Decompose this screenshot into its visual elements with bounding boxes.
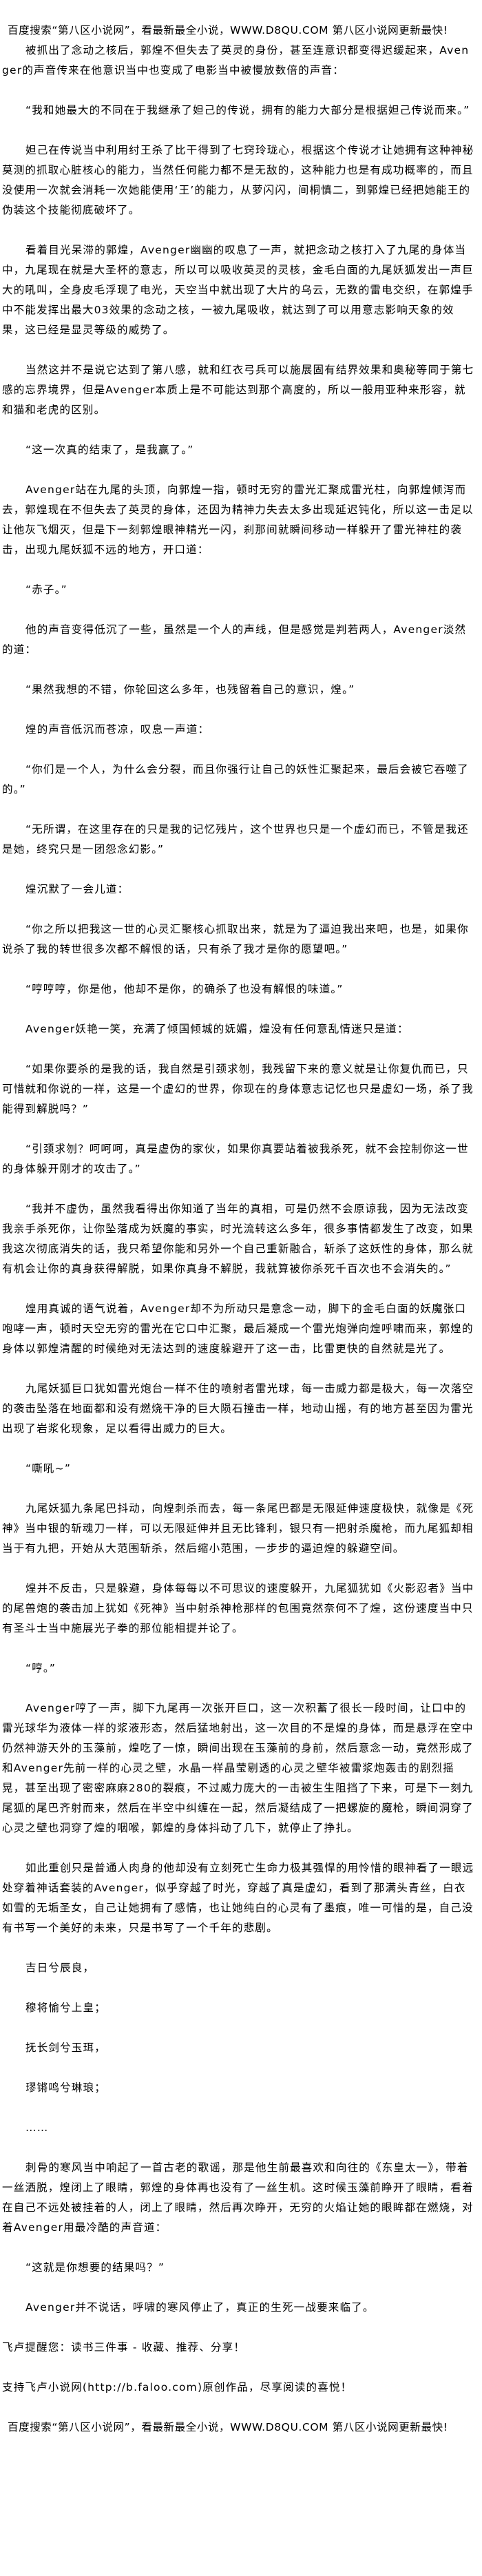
paragraph: Avenger妖艳一笑，充满了倾国倾城的妩媚，煌没有任何意乱情迷只是道： [25, 1023, 409, 1035]
paragraph: 九尾妖狐九条尾巴抖动，向煌刺杀而去，每一条尾巴都是无限延伸速度极快，就像是《死神… [2, 1502, 474, 1555]
paragraph: 煌并不反击，只是躲避，身体每每以不可思议的速度躲开，九尾狐犹如《火影忍者》当中的… [2, 1582, 474, 1634]
paragraph: “果然我想的不错，你轮回这么多年，也残留着自己的意识，煌。” [25, 683, 355, 696]
paragraph: “无所谓，在这里存在的只是我的记忆残片，这个世界也只是一个虚幻而已，不管是我还是… [2, 823, 469, 855]
paragraph: Avenger站在九尾的头顶，向郭煌一指，顿时无穷的雷光汇聚成雷光柱，向郭煌倾泻… [2, 484, 474, 556]
paragraph: “我并不虚伪，虽然我看得出你知道了当年的真相，可是仍然不会原谅我，因为无法改变我… [2, 1203, 474, 1275]
paragraph: 妲己在传说当中利用纣王杀了比干得到了七窍玲珑心，根据这个传说才让她拥有这种神秘莫… [2, 144, 474, 216]
paragraph: “引颈求刎？呵呵呵，真是虚伪的家伙，如果你真要站着被我杀死，就不会控制你这一世的… [2, 1143, 469, 1175]
paragraph: “你之所以把我这一世的心灵汇聚核心抓取出来，就是为了逼迫我出来吧，也是，如果你说… [2, 923, 469, 955]
paragraph: “赤子。” [25, 583, 67, 596]
paragraph: 璆锵鸣兮琳琅； [25, 2081, 106, 2094]
paragraph: 吉日兮辰良， [25, 1962, 95, 1974]
paragraph: 他的声音变得低沉了一些，虽然是一个人的声线，但是感觉是判若两人，Avenger淡… [2, 623, 467, 656]
reminder-text: 飞卢提醒您：读书三件事 - 收藏、推荐、分享！ [2, 2341, 246, 2354]
paragraph: Avenger哼了一声，脚下九尾再一次张开巨口，这一次积蓄了很长一段时间，让口中… [2, 1702, 474, 1834]
paragraph: 煌沉默了一会儿道： [25, 883, 129, 895]
support-text: 支持飞卢小说网(http://b.faloo.com)原创作品，尽享阅读的喜悦！ [2, 2381, 353, 2393]
paragraph: “这就是你想要的结果吗？” [25, 2261, 165, 2274]
paragraph: Avenger并不说话，呼啸的寒风停止了，真正的生死一战要来临了。 [25, 2301, 375, 2314]
paragraph: 看着目光呆滞的郭煌，Avenger幽幽的叹息了一声，就把念动之核打入了九尾的身体… [2, 244, 474, 336]
paragraph: 穆将愉兮上皇； [25, 2002, 106, 2014]
chapter-body: 被抓出了念动之核后，郭煌不但失去了英灵的身份，甚至连意识都变得迟缓起来，Aven… [2, 41, 476, 2318]
paragraph: 煌的声音低沉而苍凉，叹息一声道： [25, 723, 210, 736]
paragraph: 如此重创只是普通人肉身的他却没有立刻死亡生命力极其强悍的用怜惜的眼神看了一眼远处… [2, 1862, 474, 1934]
paragraph: “我和她最大的不同在于我继承了妲己的传说，拥有的能力大部分是根据妲己传说而来。” [25, 104, 470, 116]
paragraph: 九尾妖狐巨口犹如雷光炮台一样不住的喷射者雷光球，每一击威力都是极大，每一次落空的… [2, 1382, 474, 1435]
paragraph: 当然这并不是说它达到了第八感，就和红衣弓兵可以施展固有结界效果和奥秘等同于第七感… [2, 364, 474, 416]
site-notice-top: 百度搜索“第八区小说网”，看最新最全小说，WWW.D8QU.COM 第八区小说网… [8, 24, 448, 37]
paragraph: 被抓出了念动之核后，郭煌不但失去了英灵的身份，甚至连意识都变得迟缓起来，Aven… [2, 44, 470, 76]
paragraph: 抚长剑兮玉珥， [25, 2042, 106, 2054]
paragraph: “哼哼哼，你是他，他却不是你，的确杀了也没有解恨的味道。” [25, 983, 344, 995]
novel-page: 百度搜索“第八区小说网”，看最新最全小说，WWW.D8QU.COM 第八区小说网… [2, 24, 476, 2438]
paragraph: …… [25, 2121, 49, 2134]
paragraph: “哼。” [25, 1662, 56, 1674]
paragraph: 刺骨的寒风当中响起了一首古老的歌谣，那是他生前最喜欢和向往的《东皇太一》，带着一… [2, 2161, 474, 2234]
page-footer: 飞卢提醒您：读书三件事 - 收藏、推荐、分享！ 支持飞卢小说网(http://b… [2, 2338, 476, 2438]
paragraph: “你们是一个人，为什么会分裂，而且你强行让自己的妖性汇聚起来，最后会被它吞噬了的… [2, 763, 469, 796]
site-notice-bottom: 百度搜索“第八区小说网”，看最新最全小说，WWW.D8QU.COM 第八区小说网… [8, 2421, 448, 2433]
paragraph: “如果你要杀的是我的话，我自然是引颈求刎，我残留下来的意义就是让你复仇而已，只可… [2, 1063, 474, 1115]
paragraph: 煌用真诚的语气说着，Avenger却不为所动只是意念一动，脚下的金毛白面的妖魔张… [2, 1302, 474, 1355]
paragraph: “这一次真的结束了，是我赢了。” [25, 444, 194, 456]
paragraph: “嘶吼~” [25, 1462, 72, 1475]
